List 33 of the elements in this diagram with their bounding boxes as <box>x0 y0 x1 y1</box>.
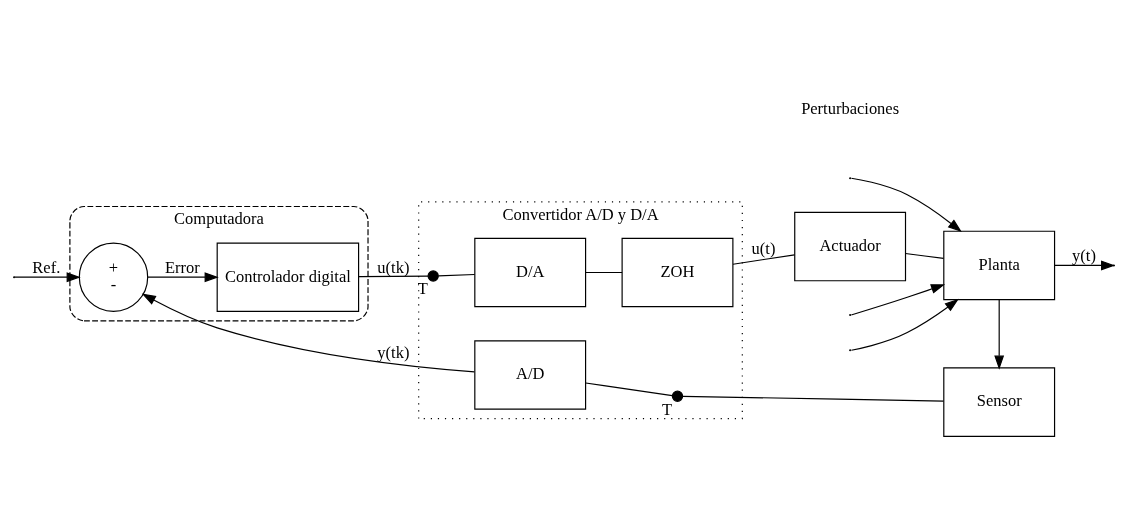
edge-label: Error <box>165 257 200 277</box>
node-box: Controlador digital <box>216 242 360 312</box>
connector <box>904 252 945 259</box>
connector <box>585 382 673 397</box>
node-box: Actuador <box>794 211 907 282</box>
node-label: T <box>662 399 673 419</box>
node-box: D/A <box>474 237 587 308</box>
connector <box>358 275 429 278</box>
edge-label: u(tk) <box>377 257 410 277</box>
arrow <box>14 272 81 283</box>
node-box: Planta <box>943 230 1056 301</box>
edge-label: y(tk) <box>377 342 410 362</box>
connector <box>585 271 623 274</box>
edge-label: u(t) <box>751 238 776 258</box>
arrow <box>994 299 1005 370</box>
node-box: A/D <box>474 340 587 410</box>
node-switch <box>427 270 439 282</box>
connector <box>437 273 476 277</box>
edge-label: Ref. <box>32 257 61 277</box>
arrow <box>850 177 962 233</box>
node-label: T <box>417 279 428 299</box>
arrow <box>147 272 219 283</box>
node-circle: + - <box>78 242 149 312</box>
node-switch <box>671 390 684 402</box>
arrow <box>141 293 475 373</box>
edge-label: y(t) <box>1072 245 1096 265</box>
node-box: Sensor <box>943 367 1056 437</box>
label: Perturbaciones <box>801 99 900 119</box>
node-box: ZOH <box>621 237 734 308</box>
arrow <box>850 298 959 351</box>
connector <box>732 254 796 265</box>
connector <box>682 395 945 402</box>
arrow <box>850 284 946 316</box>
